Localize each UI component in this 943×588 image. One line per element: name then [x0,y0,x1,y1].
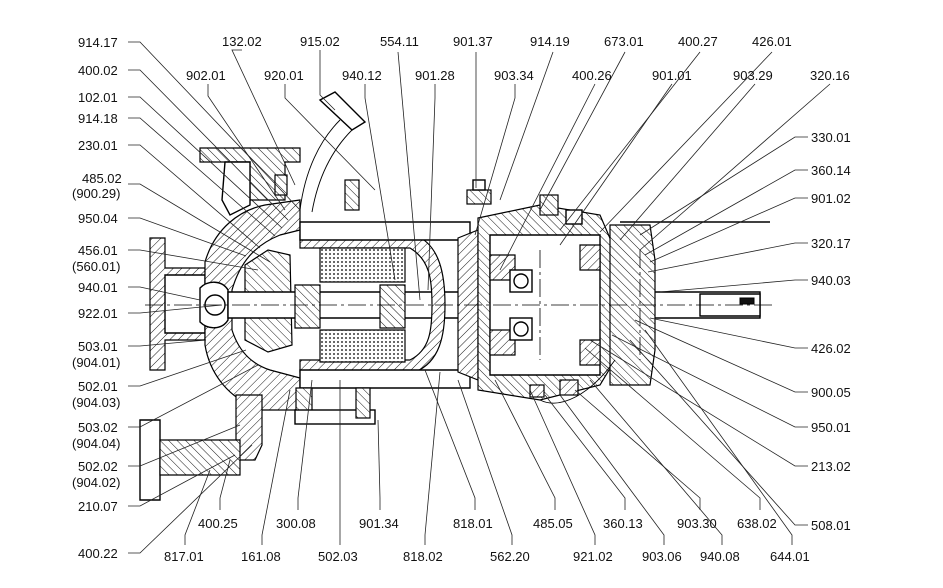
callout-label: 330.01 [811,130,851,145]
callout-label: 940.03 [811,273,851,288]
callout-label: 901.37 [453,34,493,49]
callout-label: 503.02 [78,420,118,435]
callout-label: 950.04 [78,211,118,226]
callout-label: (900.29) [72,186,120,201]
pump-assembly [139,91,775,501]
callout-label: 485.05 [533,516,573,531]
callout-label: (904.01) [72,355,120,370]
callout-labels: 914.17 400.02 102.01 914.18 230.01 485.0… [72,34,851,564]
callout-label: 426.01 [752,34,792,49]
callout-label: 360.13 [603,516,643,531]
callout-label: 673.01 [604,34,644,49]
callout-label: 914.17 [78,35,118,50]
callout-label: 132.02 [222,34,262,49]
callout-label: 915.02 [300,34,340,49]
callout-label: 940.12 [342,68,382,83]
callout-label: 502.01 [78,379,118,394]
callout-label: 400.02 [78,63,118,78]
callout-label: 320.16 [810,68,850,83]
callout-label: 914.19 [530,34,570,49]
callout-label: 940.01 [78,280,118,295]
callout-label: 485.02 [82,171,122,186]
callout-label: 360.14 [811,163,851,178]
callout-label: 900.05 [811,385,851,400]
leader-lines [128,41,831,554]
callout-label: 426.02 [811,341,851,356]
callout-label: 213.02 [811,459,851,474]
callout-label: 903.29 [733,68,773,83]
callout-label: 922.01 [78,306,118,321]
callout-label: 400.27 [678,34,718,49]
callout-label: 903.34 [494,68,534,83]
callout-label: 161.08 [241,549,281,564]
callout-label: 320.17 [811,236,851,251]
callout-label: 502.03 [318,549,358,564]
callout-label: 902.01 [186,68,226,83]
callout-label: 903.30 [677,516,717,531]
callout-label: 554.11 [380,34,419,49]
callout-label: 102.01 [78,90,118,105]
callout-label: 901.01 [652,68,692,83]
callout-label: 508.01 [811,518,851,533]
callout-label: (560.01) [72,259,120,274]
callout-label: (904.04) [72,436,120,451]
callout-label: 400.22 [78,546,118,561]
callout-label: (904.02) [72,475,120,490]
callout-label: 901.34 [359,516,399,531]
callout-label: 300.08 [276,516,316,531]
callout-label: 210.07 [78,499,118,514]
callout-label: 901.28 [415,68,455,83]
callout-label: 503.01 [78,339,118,354]
callout-label: 562.20 [490,549,530,564]
callout-label: 903.06 [642,549,682,564]
callout-label: 638.02 [737,516,777,531]
callout-label: 644.01 [770,549,810,564]
callout-label: 950.01 [811,420,851,435]
callout-label: 914.18 [78,111,118,126]
callout-label: 400.25 [198,516,238,531]
callout-label: 920.01 [264,68,304,83]
callout-label: 456.01 [78,243,118,258]
callout-label: 817.01 [164,549,204,564]
callout-label: 901.02 [811,191,851,206]
callout-label: 818.01 [453,516,493,531]
callout-label: 940.08 [700,549,740,564]
callout-label: (904.03) [72,395,120,410]
callout-label: 921.02 [573,549,613,564]
callout-label: 400.26 [572,68,612,83]
callout-label: 230.01 [78,138,118,153]
callout-label: 502.02 [78,459,118,474]
callout-label: 818.02 [403,549,443,564]
